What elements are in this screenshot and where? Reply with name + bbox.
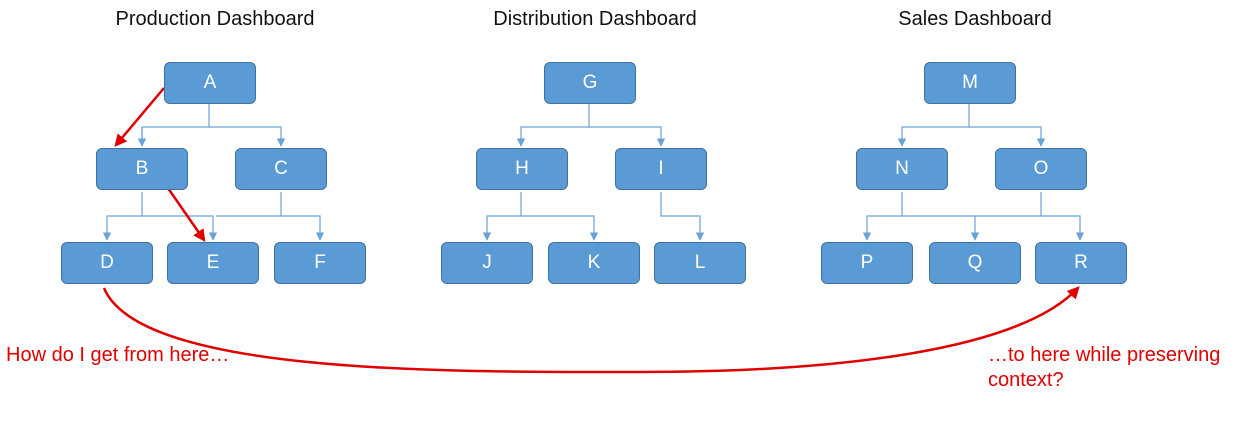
node-h: H [476, 148, 568, 190]
connector-m-n [897, 104, 970, 147]
connector-i-l [660, 192, 705, 241]
node-o: O [995, 148, 1087, 190]
connector-a-children [141, 104, 281, 146]
connector-b-e [142, 215, 218, 241]
node-m: M [924, 62, 1016, 104]
production-connectors [102, 104, 325, 241]
node-l: L [654, 242, 746, 284]
node-a: A [164, 62, 256, 104]
connector-g-i [589, 126, 666, 147]
red-arrow-d-to-r [102, 286, 1080, 374]
node-i: I [615, 148, 707, 190]
node-k: K [548, 242, 640, 284]
annotation-to-here: …to here while preserving context? [988, 344, 1221, 391]
node-f: F [274, 242, 366, 284]
node-n: N [856, 148, 948, 190]
connector-h-j [482, 192, 522, 241]
sales-dashboard-title: Sales Dashboard [898, 8, 1052, 30]
node-b: B [96, 148, 188, 190]
distribution-dashboard-title: Distribution Dashboard [493, 8, 697, 30]
production-dashboard-title: Production Dashboard [115, 8, 315, 30]
connector-n-q [902, 215, 980, 241]
highlight-arrows [102, 87, 1080, 374]
connector-m-o [969, 126, 1046, 147]
connector-o-r [1040, 192, 1085, 241]
connector-c-children [280, 192, 325, 241]
connector-g-h [516, 104, 590, 147]
connector-n-p [862, 192, 903, 241]
node-r: R [1035, 242, 1127, 284]
node-j: J [441, 242, 533, 284]
node-c: C [235, 148, 327, 190]
connector-h-k [521, 215, 599, 241]
node-d: D [61, 242, 153, 284]
distribution-connectors [482, 104, 705, 241]
annotation-from-here: How do I get from here… [6, 344, 230, 366]
red-arrow-a-to-b [114, 87, 165, 147]
node-q: Q [929, 242, 1021, 284]
sales-connectors [862, 104, 1085, 241]
node-e: E [167, 242, 259, 284]
node-g: G [544, 62, 636, 104]
connector-b-children [102, 192, 143, 241]
node-p: P [821, 242, 913, 284]
